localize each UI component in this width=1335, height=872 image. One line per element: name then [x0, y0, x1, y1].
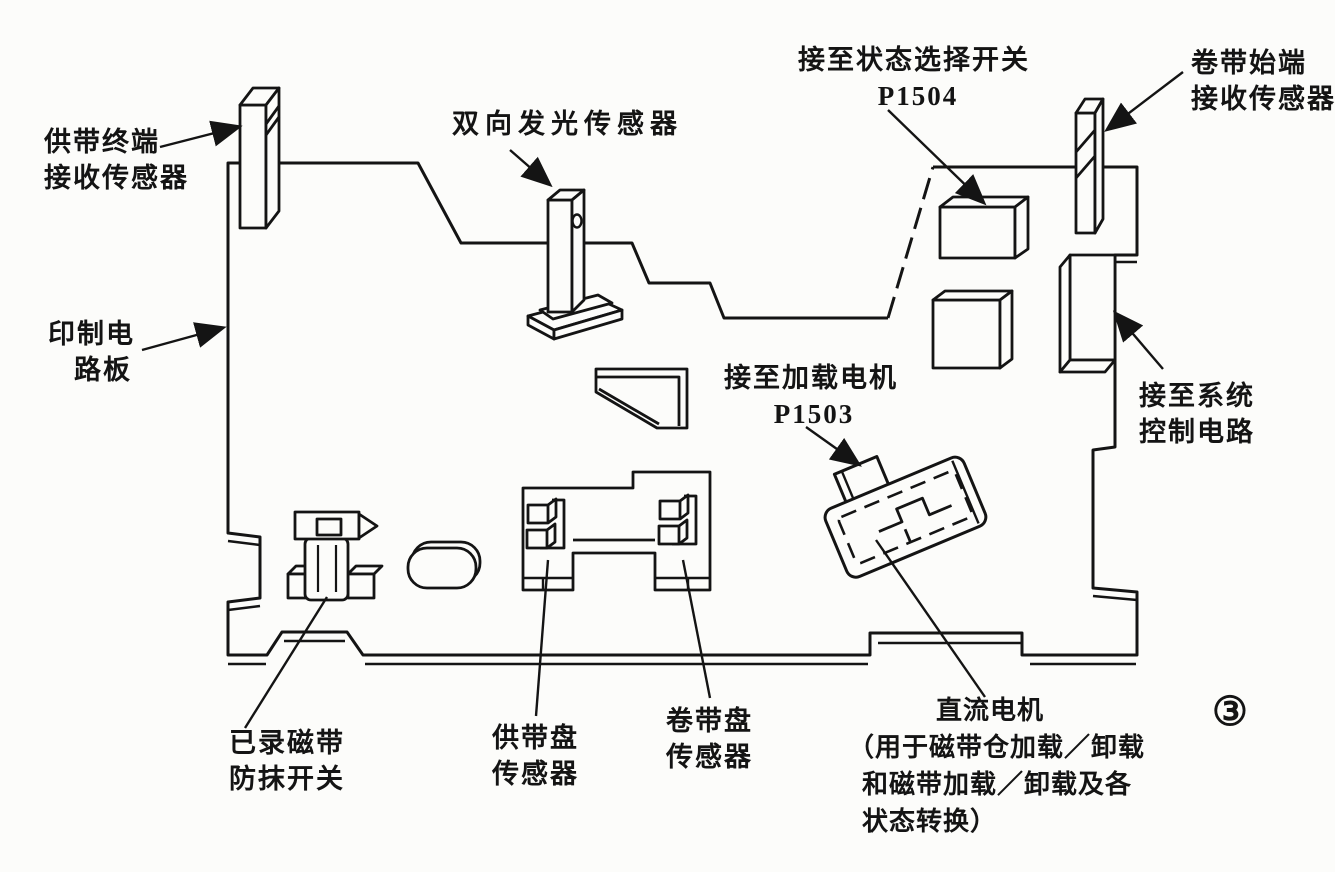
label-status-switch-line2: P1504: [877, 81, 959, 111]
label-pcb-line1: 印制电: [48, 319, 135, 349]
label-takeup-start-line1: 卷带始端: [1191, 48, 1307, 78]
leader-lines: [141, 71, 1184, 729]
label-loading-motor-line1: 接至加载电机: [724, 363, 898, 393]
label-takeup-reel-sensor: 卷带盘 传感器: [666, 703, 753, 775]
capsule-shape: [406, 540, 482, 590]
label-erase-switch-line2: 防抹开关: [229, 764, 345, 794]
label-takeup-start-sensor: 卷带始端 接收传感器: [1191, 45, 1335, 117]
supply-reel-sensor-shape: [525, 497, 566, 550]
label-supply-reel-line1: 供带盘: [492, 723, 579, 753]
erase-switch-shape: [286, 510, 384, 602]
figure-number: ③: [1212, 689, 1248, 734]
bidir-sensor-shape: [526, 188, 624, 341]
takeup-reel-sensor-shape: [657, 493, 698, 546]
leader-supply-reel: [534, 559, 550, 717]
reel-sensor-bracket-shape: [521, 470, 712, 592]
arrow-bidir-sensor: [509, 149, 553, 188]
board-thickness-lines: [227, 260, 1138, 666]
arrow-system-circuit: [1112, 310, 1164, 370]
pcb-outline: [226, 161, 1139, 666]
label-bidir-text: 双向发光传感器: [452, 109, 683, 139]
label-dc-motor-line2: （用于磁带仓加载／卸载: [848, 733, 1146, 762]
p1504-connector-shape: [938, 195, 1030, 260]
label-status-switch: 接至状态选择开关 P1504: [798, 42, 1038, 114]
arrow-supply-end-sensor: [159, 120, 243, 149]
leader-dc-motor: [875, 539, 986, 698]
label-system-circuit-line2: 控制电路: [1139, 417, 1255, 447]
label-dc-motor: 直流电机 （用于磁带仓加载／卸载 和磁带加载／卸载及各 状态转换）: [848, 692, 1145, 840]
arrow-p1503: [805, 426, 862, 467]
label-loading-motor-line2: P1503: [773, 399, 855, 429]
arrow-pcb: [141, 322, 227, 352]
square-component-shape: [931, 289, 1014, 370]
label-erase-switch: 已录磁带 防抹开关: [229, 725, 345, 797]
arrow-p1504: [887, 109, 987, 206]
label-takeup-reel-line1: 卷带盘: [666, 706, 753, 736]
label-bidir-sensor: 双向发光传感器: [452, 106, 683, 142]
leader-erase-switch: [243, 596, 329, 729]
triangle-plate-shape: [594, 367, 689, 430]
label-system-circuit: 接至系统 控制电路: [1139, 378, 1255, 450]
label-dc-motor-line1: 直流电机: [936, 696, 1045, 725]
label-supply-end-sensor: 供带终端 接收传感器: [44, 124, 189, 196]
supply-end-sensor-shape: [238, 86, 281, 230]
takeup-start-sensor-shape: [1074, 97, 1105, 235]
label-pcb-line2: 路板: [74, 355, 132, 385]
label-pcb: 印制电 路板: [48, 316, 135, 388]
label-status-switch-line1: 接至状态选择开关: [798, 45, 1030, 75]
label-supply-reel-sensor: 供带盘 传感器: [492, 720, 579, 792]
label-supply-end-line2: 接收传感器: [44, 163, 189, 193]
label-dc-motor-line4: 状态转换）: [862, 807, 998, 836]
label-erase-switch-line1: 已录磁带: [229, 728, 345, 758]
label-system-circuit-line1: 接至系统: [1139, 381, 1255, 411]
label-takeup-start-line2: 接收传感器: [1191, 84, 1335, 114]
label-loading-motor: 接至加载电机 P1503: [724, 360, 904, 432]
label-dc-motor-line3: 和磁带加载／卸载及各: [862, 770, 1133, 799]
arrow-takeup-start-sensor: [1104, 71, 1184, 132]
system-connector-shape: [1058, 253, 1117, 374]
label-supply-reel-line2: 传感器: [492, 759, 579, 789]
label-takeup-reel-line2: 传感器: [666, 742, 753, 772]
dc-motor-shape: [823, 455, 988, 579]
leader-takeup-reel: [681, 559, 712, 699]
label-supply-end-line1: 供带终端: [44, 127, 160, 157]
